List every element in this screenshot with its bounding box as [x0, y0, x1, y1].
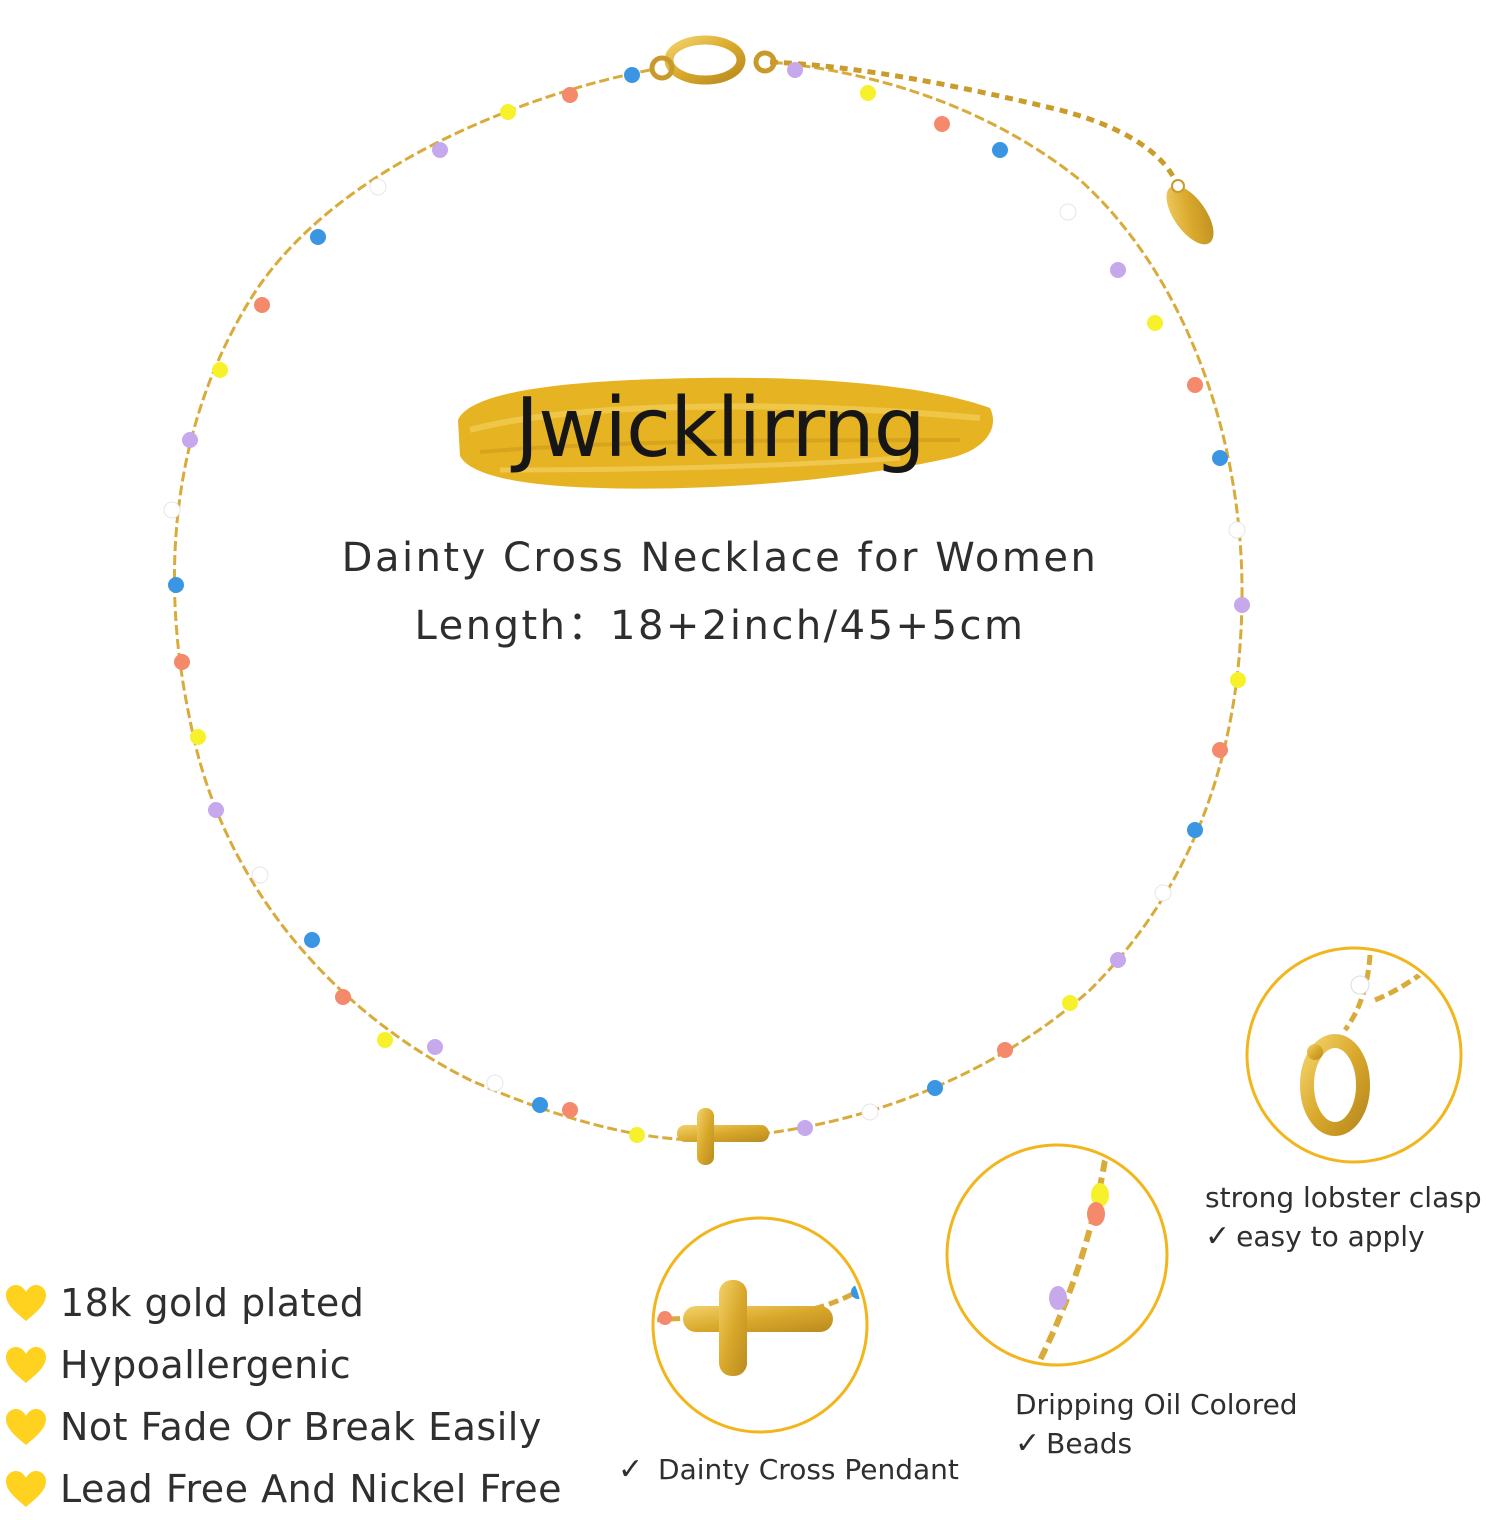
check-icon: ✓: [1205, 1218, 1231, 1254]
detail-beads-circle: [945, 1143, 1169, 1367]
clasp-caption-line1: strong lobster clasp: [1205, 1181, 1482, 1214]
enamel-bead: [787, 62, 803, 78]
feature-item: Not Fade Or Break Easily: [4, 1396, 562, 1458]
enamel-bead: [304, 932, 320, 948]
pendant-caption: ✓ Dainty Cross Pendant: [618, 1450, 959, 1490]
enamel-bead: [427, 1039, 443, 1055]
product-length: Length：18+2inch/45+5cm: [414, 603, 1026, 649]
enamel-bead: [1187, 822, 1203, 838]
detail-pendant-circle: [651, 1216, 869, 1434]
enamel-bead: [797, 1120, 813, 1136]
enamel-bead: [1228, 521, 1246, 539]
enamel-bead: [1059, 203, 1077, 221]
enamel-bead: [997, 1042, 1013, 1058]
enamel-bead: [432, 142, 448, 158]
enamel-bead: [934, 116, 950, 132]
enamel-bead: [861, 1103, 879, 1121]
feature-text: Hypoallergenic: [60, 1343, 352, 1387]
product-title: Dainty Cross Necklace for Women: [341, 535, 1099, 581]
enamel-bead: [532, 1097, 548, 1113]
feature-text: Lead Free And Nickel Free: [60, 1467, 563, 1511]
beads-caption: Dripping Oil Colored ✓Beads: [1015, 1387, 1298, 1464]
check-icon: ✓: [1015, 1425, 1041, 1461]
enamel-bead: [500, 104, 516, 120]
feature-item: 18k gold plated: [4, 1272, 562, 1334]
enamel-bead: [1230, 672, 1246, 688]
enamel-bead: [1110, 952, 1126, 968]
enamel-bead: [1234, 597, 1250, 613]
brand-name: Jwicklirrng: [515, 381, 926, 476]
beads-caption-line1: Dripping Oil Colored: [1015, 1388, 1298, 1421]
enamel-bead: [562, 87, 578, 103]
enamel-bead: [182, 432, 198, 448]
enamel-bead: [1212, 742, 1228, 758]
gold-brush-stroke: [458, 377, 994, 489]
enamel-bead: [212, 362, 228, 378]
enamel-bead: [562, 1102, 578, 1118]
enamel-bead: [486, 1074, 504, 1092]
enamel-bead: [624, 67, 640, 83]
enamel-bead: [860, 85, 876, 101]
enamel-bead: [208, 802, 224, 818]
enamel-bead: [377, 1032, 393, 1048]
enamel-bead: [1062, 995, 1078, 1011]
heart-icon: [6, 1347, 46, 1383]
enamel-bead: [168, 577, 184, 593]
enamel-beads: [163, 62, 1250, 1143]
enamel-bead: [1147, 315, 1163, 331]
enamel-bead: [1187, 377, 1203, 393]
enamel-bead: [190, 729, 206, 745]
enamel-bead: [310, 229, 326, 245]
feature-text: 18k gold plated: [60, 1281, 365, 1325]
beads-caption-line2: Beads: [1046, 1426, 1133, 1460]
feature-list: 18k gold plated Hypoallergenic Not Fade …: [4, 1272, 562, 1520]
clasp-caption: strong lobster clasp ✓easy to apply: [1205, 1180, 1482, 1257]
brand-tag: [1166, 179, 1214, 245]
enamel-bead: [1110, 262, 1126, 278]
feature-item: Lead Free And Nickel Free: [4, 1458, 562, 1520]
pendant-caption-text: Dainty Cross Pendant: [658, 1453, 959, 1486]
heart-icon: [6, 1409, 46, 1445]
enamel-bead: [1154, 884, 1172, 902]
enamel-bead: [251, 866, 269, 884]
enamel-bead: [174, 654, 190, 670]
enamel-bead: [254, 297, 270, 313]
lobster-clasp: [649, 35, 777, 85]
enamel-bead: [629, 1127, 645, 1143]
enamel-bead: [369, 178, 387, 196]
feature-item: Hypoallergenic: [4, 1334, 562, 1396]
enamel-bead: [163, 501, 181, 519]
check-icon: ✓: [618, 1452, 644, 1487]
feature-text: Not Fade Or Break Easily: [60, 1405, 542, 1449]
heart-icon: [6, 1285, 46, 1321]
enamel-bead: [927, 1080, 943, 1096]
clasp-caption-line2: easy to apply: [1236, 1219, 1425, 1253]
heart-icon: [6, 1471, 46, 1507]
enamel-bead: [1212, 450, 1228, 466]
enamel-bead: [992, 142, 1008, 158]
necklace-chain: [172, 59, 1244, 1142]
detail-clasp-circle: [1245, 946, 1463, 1164]
enamel-bead: [335, 989, 351, 1005]
cross-pendant: [677, 1108, 769, 1165]
